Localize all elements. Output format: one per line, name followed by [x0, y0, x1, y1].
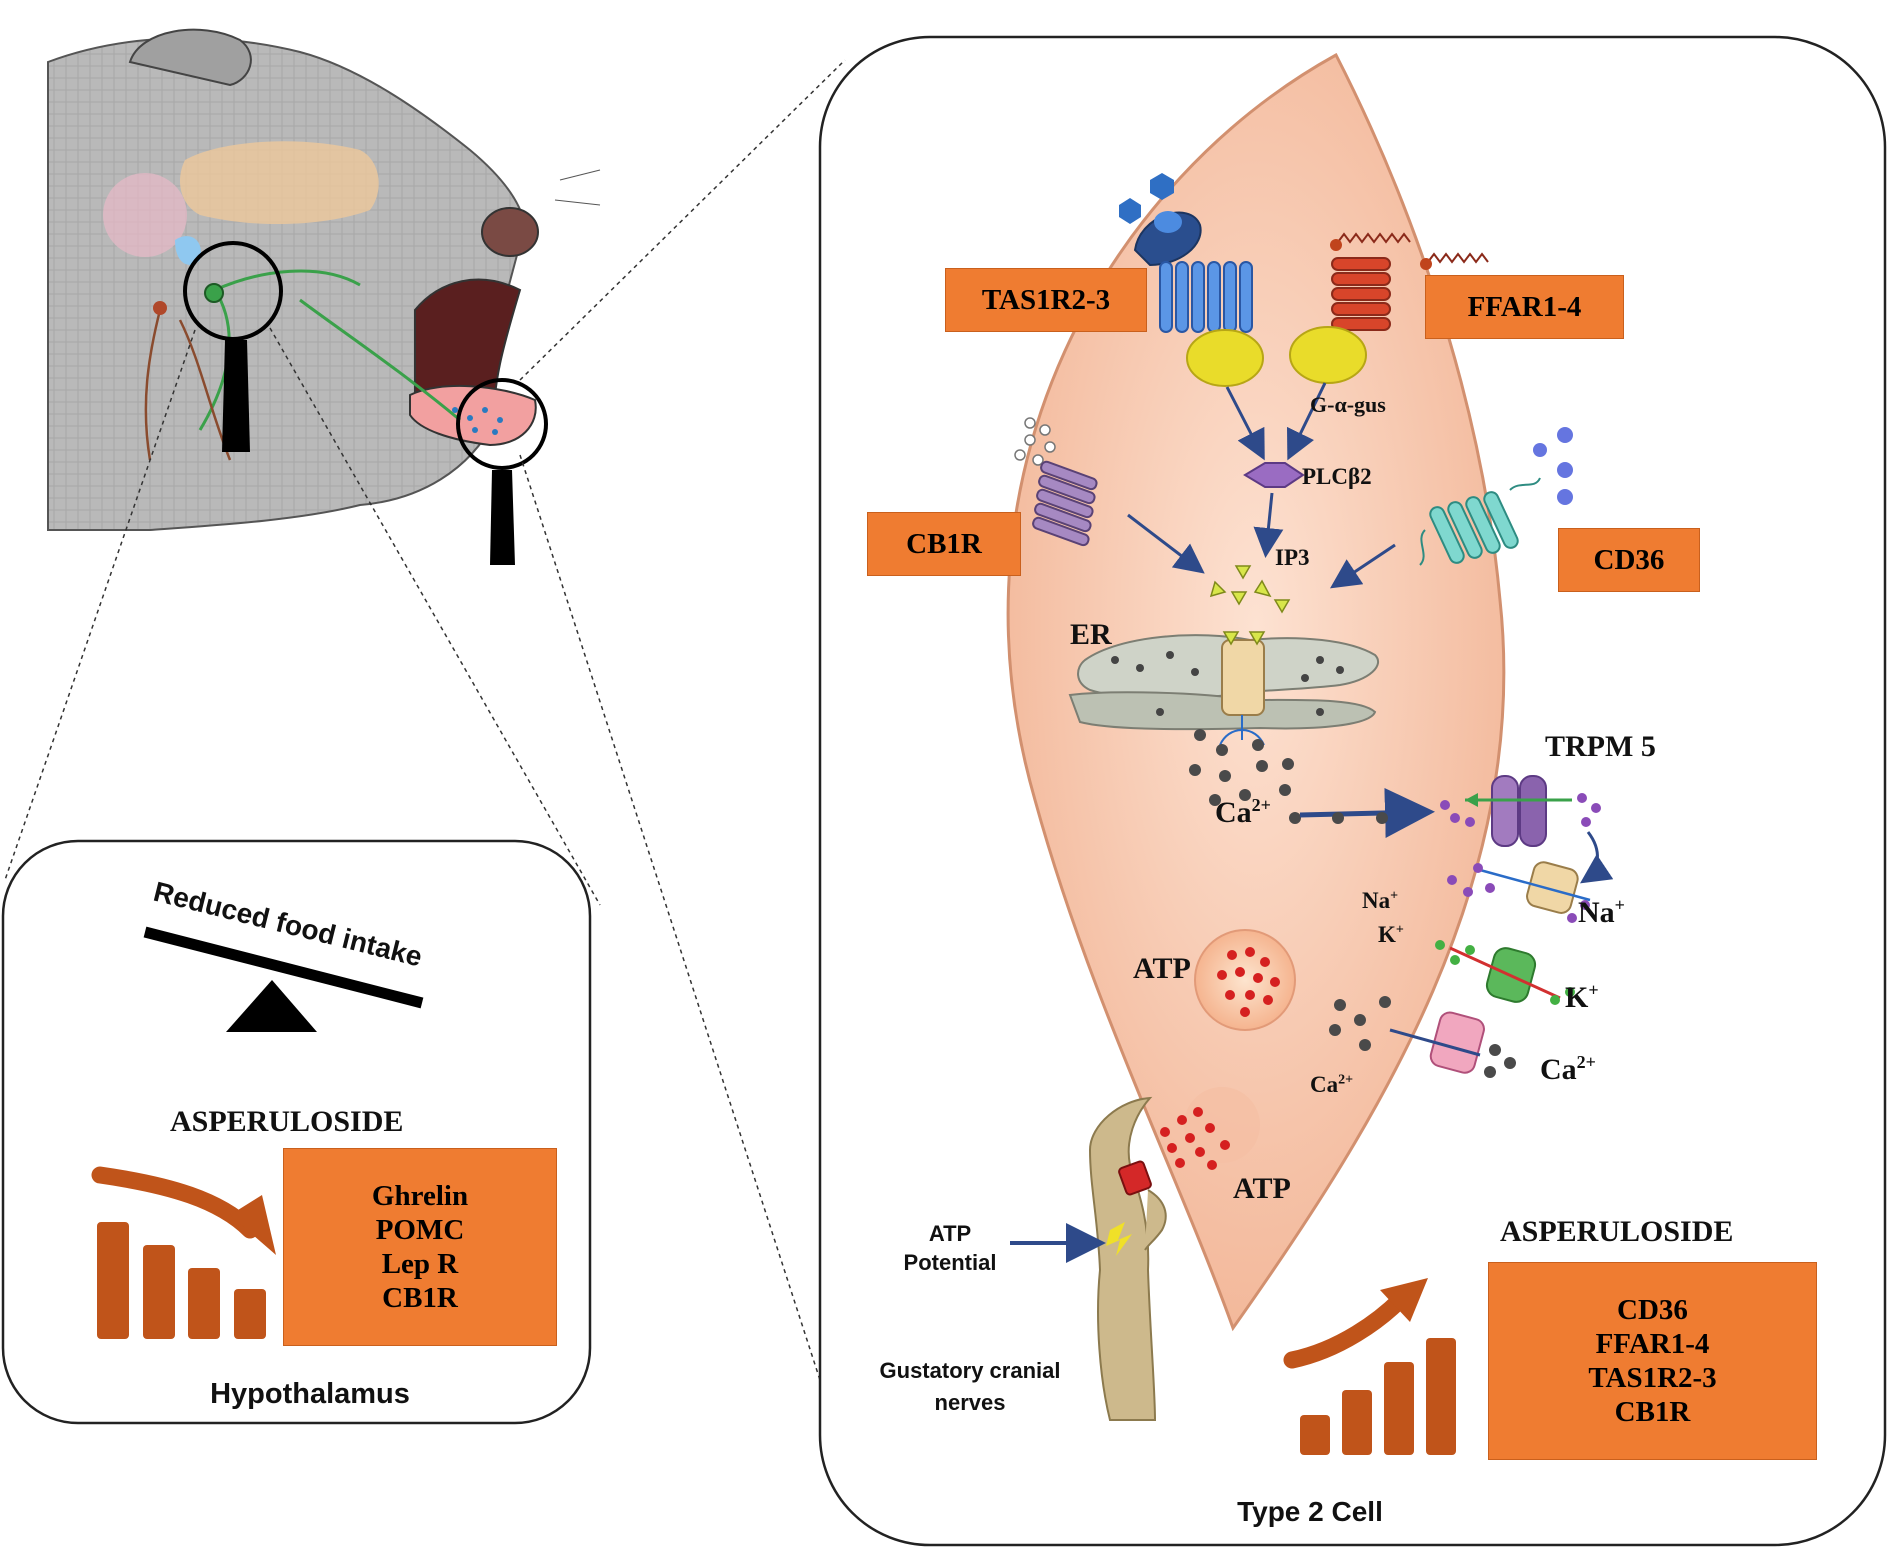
ip3-label: IP3 — [1275, 545, 1310, 570]
k-out-label: K+ — [1565, 980, 1599, 1014]
downregulated-list-box: Ghrelin POMC Lep R CB1R — [283, 1148, 557, 1346]
ip3-receptor-channel — [1221, 639, 1265, 716]
hypothalamus-magnifier-handle — [222, 340, 250, 452]
upregulated-item: CD36 — [1617, 1293, 1688, 1326]
atp-vesicle-label: ATP — [1133, 952, 1191, 985]
atp-vesicle-icon — [1194, 929, 1296, 1031]
ca-out-label: Ca2+ — [1540, 1052, 1596, 1086]
gustatory-nerve-icon — [1010, 1096, 1167, 1421]
upregulated-item: CB1R — [1614, 1396, 1691, 1429]
atp-release-label: ATP — [1233, 1172, 1291, 1205]
ear-shape — [128, 28, 252, 87]
ffar-receptor-icon — [1330, 232, 1489, 331]
g-protein-label: G-α-gus — [1310, 392, 1386, 417]
cd36-label-box: CD36 — [1558, 528, 1700, 592]
na-out-label: Na+ — [1578, 895, 1625, 929]
sodium-channel-icon — [1447, 861, 1591, 923]
er-label: ER — [1070, 618, 1112, 651]
ca-in-label: Ca2+ — [1310, 1072, 1354, 1097]
atp-potential-label: ATP Potential — [903, 1221, 997, 1275]
cb1r-label-box: CB1R — [867, 512, 1021, 576]
upregulated-item: FFAR1-4 — [1595, 1327, 1710, 1360]
tas1r-label-box: TAS1R2-3 — [945, 268, 1147, 332]
plc-beta2-icon — [1243, 462, 1305, 488]
potassium-channel-icon — [1435, 940, 1575, 1005]
cd36-receptor-icon — [1419, 427, 1573, 566]
hypothalamus-magnifier-circle — [183, 241, 283, 341]
na-in-label: Na+ — [1362, 888, 1399, 913]
signaling-arrows — [1127, 382, 1396, 589]
ganglion-dot — [153, 301, 167, 315]
ca-er-label: Ca2+ — [1215, 795, 1271, 829]
tongue-magnifier-handle — [490, 470, 515, 565]
tas1r-receptor-icon — [1119, 173, 1253, 333]
trpm5-channel-icon — [1440, 775, 1614, 884]
upregulated-list-box: CD36 FFAR1-4 TAS1R2-3 CB1R — [1488, 1262, 1817, 1460]
gustatory-nerves-label: Gustatory cranial nerves — [879, 1358, 1061, 1415]
calcium-channel-icon — [1329, 996, 1516, 1078]
g-protein-right — [1289, 326, 1367, 384]
cb1r-label: CB1R — [906, 527, 982, 560]
type2-cell-title: Type 2 Cell — [1237, 1496, 1383, 1527]
hypothalamus-title: Hypothalamus — [210, 1378, 410, 1410]
tas1r-label: TAS1R2-3 — [981, 283, 1111, 316]
downregulated-item: Lep R — [381, 1248, 459, 1280]
left-compound-label: ASPERULOSIDE — [170, 1105, 404, 1138]
right-compound-label: ASPERULOSIDE — [1500, 1215, 1734, 1248]
downregulated-item: POMC — [375, 1213, 465, 1246]
cerebellum — [103, 173, 187, 257]
plc-label: PLCβ2 — [1302, 464, 1372, 489]
endoplasmic-reticulum-icon — [1068, 631, 1380, 746]
increase-trend-icon — [1283, 1278, 1456, 1455]
calcium-released-dots — [1189, 729, 1301, 824]
nose-shape — [481, 207, 539, 257]
cb1r-receptor-icon — [1014, 417, 1098, 547]
cd36-label: CD36 — [1593, 543, 1665, 576]
tongue-shape — [409, 384, 537, 447]
decrease-trend-icon — [91, 1166, 276, 1339]
brainstem-blue — [175, 236, 201, 265]
atp-release-icon — [1160, 1087, 1260, 1170]
nucleus-dot — [204, 283, 224, 303]
zoom-connector-lines — [4, 59, 846, 1381]
mouse-head-illustration — [47, 28, 601, 531]
ip3-molecules — [1209, 565, 1291, 614]
trpm5-label: TRPM 5 — [1545, 730, 1656, 763]
downregulated-item: CB1R — [382, 1282, 458, 1315]
downregulated-item: Ghrelin — [371, 1179, 469, 1212]
seesaw-balance — [143, 926, 424, 1032]
ffar-label-box: FFAR1-4 — [1425, 275, 1624, 339]
calcium-trpm5-arrow — [1299, 787, 1435, 838]
tongue-magnifier-circle — [456, 378, 548, 470]
upregulated-item: TAS1R2-3 — [1588, 1362, 1717, 1394]
ffar-label: FFAR1-4 — [1467, 290, 1582, 323]
g-protein-left — [1186, 329, 1264, 387]
brain-cortex — [180, 141, 379, 225]
k-in-label: K+ — [1378, 922, 1404, 947]
